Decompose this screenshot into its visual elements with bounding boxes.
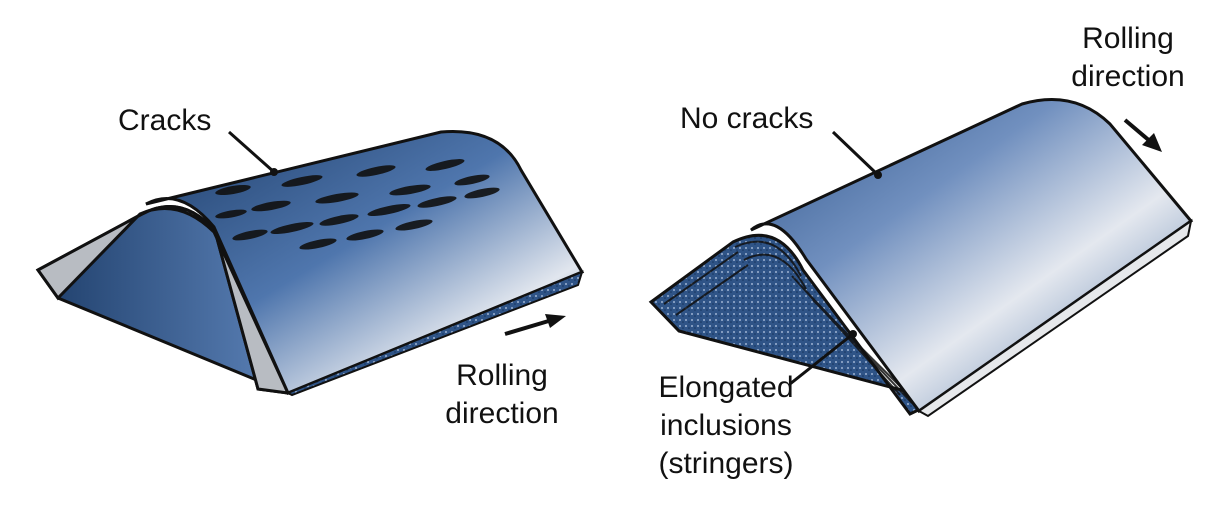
right-rolling-direction-label: Rolling direction — [1071, 22, 1185, 93]
right-rolling-direction-arrow-icon — [1123, 118, 1162, 152]
cracks-leader-line — [228, 130, 275, 174]
right-sample-bright-edge — [917, 218, 1193, 418]
right-sample-no-cracks-bent-plate — [648, 98, 1194, 418]
left-sample-cracked-bent-plate — [35, 129, 585, 397]
surface-cracks — [215, 159, 500, 250]
left-sample-end-face — [285, 270, 584, 397]
elongated-inclusions-label: Elongated inclusions (stringers) — [658, 371, 794, 480]
left-rolling-direction-label: Rolling direction — [445, 359, 559, 430]
cracks-leader-dot — [270, 168, 278, 176]
inclusions-leader-line — [789, 332, 854, 386]
left-rolling-direction-arrow-icon — [504, 314, 566, 336]
right-sample-inner-laminated-surface — [648, 233, 944, 416]
cracks-label: Cracks — [118, 104, 212, 137]
no-cracks-leader-dot — [874, 171, 882, 179]
no-cracks-leader-line — [831, 130, 880, 177]
elongated-inclusions-stringers — [663, 240, 924, 410]
no-cracks-label: No cracks — [680, 102, 814, 135]
inclusions-leader-dot — [849, 330, 857, 338]
